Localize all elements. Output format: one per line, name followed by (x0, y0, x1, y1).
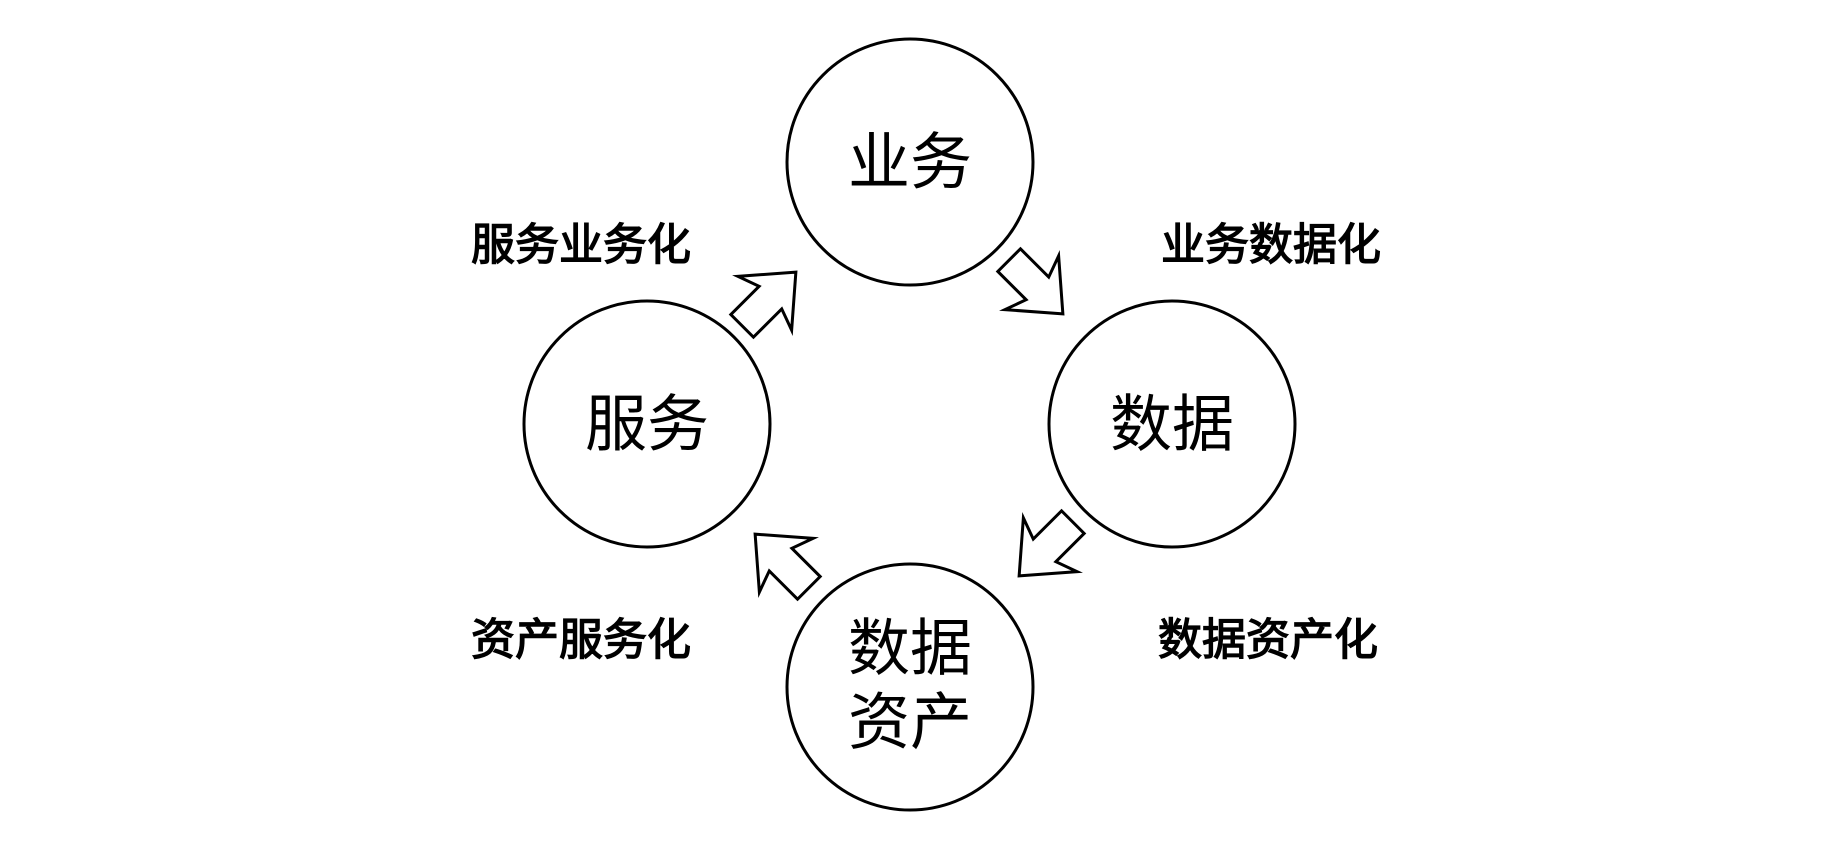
node-data-assets-label-line2: 资产 (848, 686, 972, 759)
arrow-assets-to-service-icon (726, 505, 838, 617)
node-data-circle (1047, 299, 1297, 549)
node-data: 数据 (1047, 299, 1297, 549)
node-service-label: 服务 (585, 388, 709, 461)
edge-label-assets-to-service: 资产服务化 (471, 615, 691, 666)
node-business-label: 业务 (848, 126, 972, 199)
node-service-circle (522, 299, 772, 549)
edge-label-service-to-business: 服务业务化 (471, 220, 691, 271)
node-data-label: 数据 (1110, 388, 1234, 461)
node-business-circle (785, 37, 1035, 287)
node-data-assets-label-line1: 数据 (848, 612, 972, 685)
node-data-assets-circle (785, 562, 1035, 812)
node-service: 服务 (522, 299, 772, 549)
edge-label-business-to-data: 业务数据化 (1161, 220, 1381, 271)
node-data-assets: 数据 资产 (785, 562, 1035, 812)
node-business: 业务 (785, 37, 1035, 287)
edge-label-data-to-assets: 数据资产化 (1158, 615, 1378, 666)
